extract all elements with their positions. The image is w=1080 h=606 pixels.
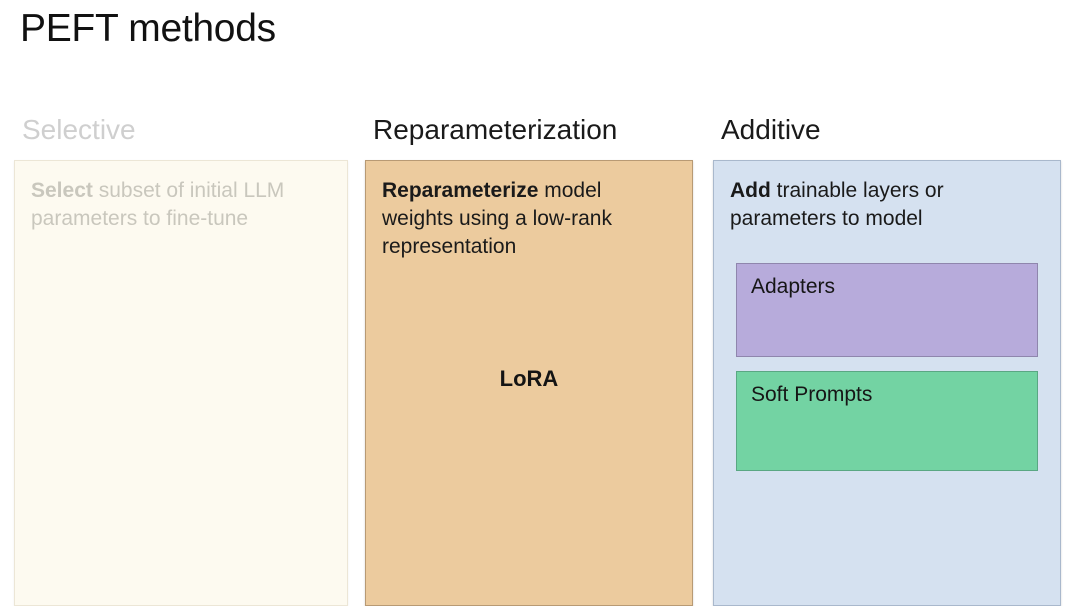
subbox-soft-prompts: Soft Prompts [736,371,1038,471]
panel-body-rest-selective: subset of initial LLM parameters to fine… [31,179,285,230]
panel-body-lead-additive: Add [730,179,771,202]
page-title: PEFT methods [20,7,276,50]
panel-body-reparameterization: Reparameterize model weights using a low… [366,161,692,261]
panel-body-lead-selective: Select [31,179,93,202]
panel-body-additive: Add trainable layers or parameters to mo… [714,161,1060,233]
panel-body-selective: Select subset of initial LLM parameters … [15,161,347,233]
subbox-adapters: Adapters [736,263,1038,357]
panel-body-rest-additive: trainable layers or parameters to model [730,179,944,230]
method-label-lora: LoRA [499,366,559,391]
column-heading-additive: Additive [721,114,821,145]
panel-selective: Select subset of initial LLM parameters … [14,160,348,606]
peft-methods-columns: Selective Select subset of initial LLM p… [14,112,1061,606]
column-reparameterization: Reparameterization Reparameterize model … [365,112,693,606]
panel-reparameterization: Reparameterize model weights using a low… [365,160,693,606]
panel-body-rest-reparameterization: model weights using a low-rank represent… [382,179,612,258]
column-heading-reparameterization: Reparameterization [373,114,618,145]
subbox-label-adapters: Adapters [751,275,836,298]
panel-additive: Add trainable layers or parameters to mo… [713,160,1061,606]
column-heading-selective: Selective [22,114,136,145]
subbox-label-soft-prompts: Soft Prompts [751,383,873,406]
panel-body-lead-reparameterization: Reparameterize [382,179,539,202]
slide-canvas: PEFT methods Selective Select subset of … [14,7,1061,606]
column-selective: Selective Select subset of initial LLM p… [14,112,348,606]
column-additive: Additive Add trainable layers or paramet… [713,112,1061,606]
